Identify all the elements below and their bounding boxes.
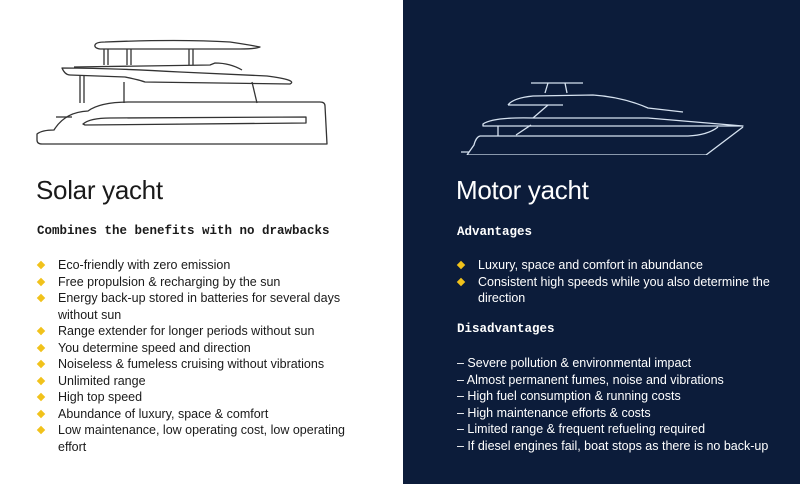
list-item: Free propulsion & recharging by the sun — [36, 274, 376, 291]
list-item: Eco-friendly with zero emission — [36, 257, 376, 274]
list-item: Abundance of luxury, space & comfort — [36, 406, 376, 423]
list-item: Range extender for longer periods withou… — [36, 323, 376, 340]
solar-benefits-list: Eco-friendly with zero emission Free pro… — [36, 257, 376, 455]
list-item: – High fuel consumption & running costs — [457, 389, 681, 403]
list-item: – If diesel engines fail, boat stops as … — [457, 438, 769, 453]
motor-yacht-title: Motor yacht — [456, 175, 589, 205]
list-item: – Severe pollution & environmental impac… — [457, 356, 692, 370]
list-item: Unlimited range — [36, 373, 376, 390]
solar-yacht-illustration-icon — [36, 39, 328, 145]
solar-yacht-panel: Solar yacht Combines the benefits with n… — [0, 0, 403, 484]
motor-yacht-panel: Motor yacht Advantages Luxury, space and… — [403, 0, 800, 484]
solar-yacht-subtitle: Combines the benefits with no drawbacks — [37, 224, 330, 238]
advantages-list: Luxury, space and comfort in abundance C… — [456, 257, 786, 307]
list-item: Consistent high speeds while you also de… — [456, 274, 786, 307]
list-item: Low maintenance, low operating cost, low… — [36, 422, 376, 455]
list-item: You determine speed and direction — [36, 340, 376, 357]
list-item: Luxury, space and comfort in abundance — [456, 257, 786, 274]
motor-yacht-illustration-icon — [461, 82, 744, 155]
list-item: Energy back-up stored in batteries for s… — [36, 290, 376, 323]
disadvantages-list: – Severe pollution & environmental impac… — [457, 355, 797, 454]
advantages-heading: Advantages — [457, 225, 533, 239]
disadvantages-heading: Disadvantages — [457, 322, 555, 336]
list-item: – Almost permanent fumes, noise and vibr… — [457, 372, 724, 387]
list-item: Noiseless & fumeless cruising without vi… — [36, 356, 376, 373]
list-item: High top speed — [36, 389, 376, 406]
list-item: – Limited range & frequent refueling req… — [457, 422, 706, 436]
solar-yacht-title: Solar yacht — [36, 175, 163, 205]
list-item: – High maintenance efforts & costs — [457, 405, 651, 420]
